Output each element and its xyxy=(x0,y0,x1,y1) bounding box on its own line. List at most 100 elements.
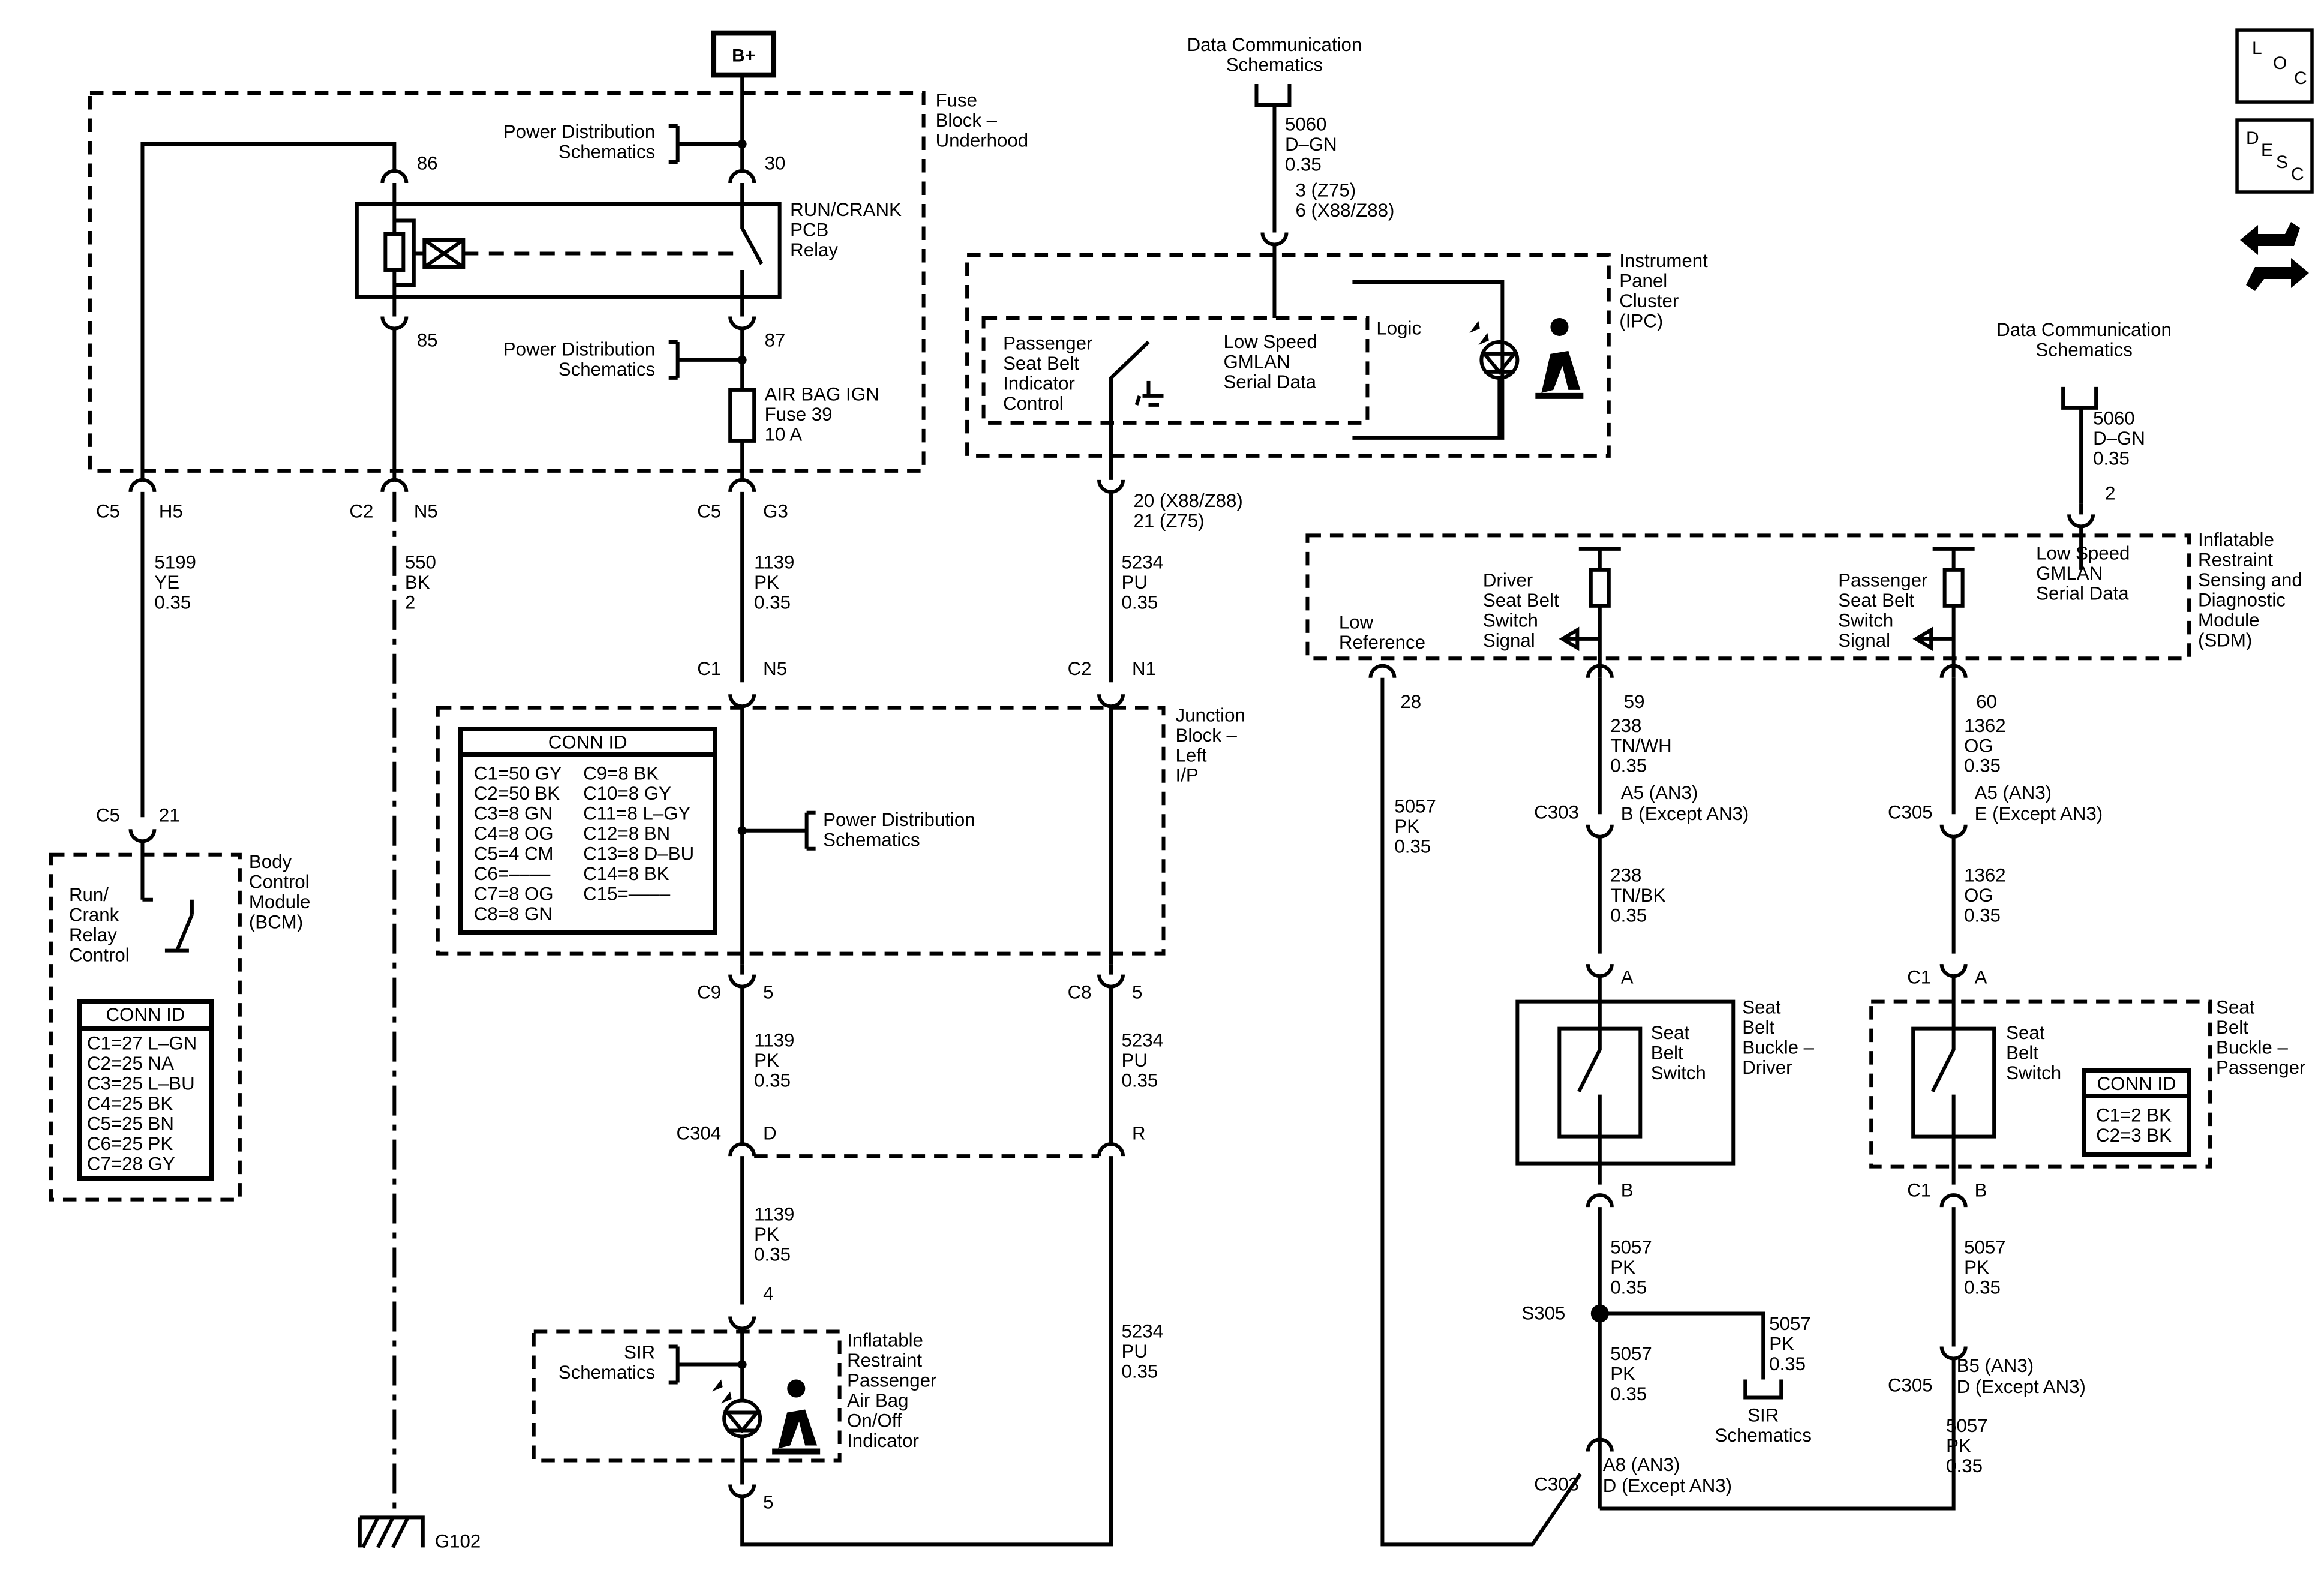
wire-label: 2 xyxy=(405,592,415,613)
wire-label: PK xyxy=(1769,1334,1794,1355)
buckle-pass-label: Buckle – xyxy=(2216,1037,2288,1058)
conn-id-row: C15=–––– xyxy=(583,884,671,905)
fuse-block-outline xyxy=(88,91,926,473)
buckle-switch-label: Belt xyxy=(1651,1043,1683,1064)
wire-label: 550 xyxy=(405,551,436,572)
sdm-label: Sensing and xyxy=(2198,569,2302,590)
connector-label: 5 xyxy=(1132,982,1142,1003)
fuse-block-label: Underhood xyxy=(936,130,1029,151)
connector-label: C303 xyxy=(1534,802,1579,823)
sdm-label: (SDM) xyxy=(2198,629,2252,650)
wire-label: 0.35 xyxy=(1610,755,1647,776)
conn-id-row: C2=3 BK xyxy=(2096,1125,2172,1146)
connector-label: C8 xyxy=(1068,982,1092,1003)
connector-label: A5 (AN3) xyxy=(1975,782,2052,803)
wire-label: 0.35 xyxy=(1610,1383,1647,1404)
buckle-switch-label: Seat xyxy=(2006,1022,2045,1043)
wire-label: 5057 xyxy=(1769,1313,1810,1334)
wire-label: PK xyxy=(1964,1257,1989,1278)
wire-label: 0.35 xyxy=(1610,905,1647,926)
connector-label: G3 xyxy=(763,500,788,521)
loc-icon[interactable] xyxy=(2235,28,2314,104)
sir-label: SIR xyxy=(624,1342,655,1363)
data-comm-label: Schematics xyxy=(2035,339,2132,360)
connector-label: C305 xyxy=(1888,1374,1933,1395)
loc-icon-letter: C xyxy=(2294,68,2307,88)
desc-icon[interactable] xyxy=(2235,118,2314,194)
wire-label: 0.35 xyxy=(1122,592,1158,613)
ipc-psbi-label: Passenger xyxy=(1003,332,1092,353)
ipc-label: Cluster xyxy=(1619,290,1679,311)
buckle-pass-label: Belt xyxy=(2216,1017,2248,1038)
conn-id-row: C2=50 BK xyxy=(474,783,560,804)
ipc-gmlan-label: Serial Data xyxy=(1223,371,1316,392)
junction-conn-table xyxy=(458,727,717,935)
conn-id-title: CONN ID xyxy=(106,1004,185,1025)
exchange-arrows-hand-icon[interactable] xyxy=(2240,221,2310,291)
sdm-label: Module xyxy=(2198,610,2259,631)
sdm-label: Diagnostic xyxy=(2198,589,2286,610)
sdm-driver-label: Signal xyxy=(1483,630,1535,651)
power-dist-label: Schematics xyxy=(559,359,655,380)
conn-id-title: CONN ID xyxy=(548,731,627,752)
ipc-pin-label: 21 (Z75) xyxy=(1134,510,1205,531)
sdm-pass-label: Seat Belt xyxy=(1838,590,1914,611)
relay-label: PCB xyxy=(790,219,828,240)
buckle-pin: A xyxy=(1975,967,1987,988)
ipc-label: Panel xyxy=(1619,270,1667,291)
conn-id-row: C1=2 BK xyxy=(2096,1105,2172,1126)
airbag-ind-label: On/Off xyxy=(847,1410,902,1431)
connector-label: C303 xyxy=(1534,1473,1579,1494)
wire-label: TN/BK xyxy=(1610,885,1665,906)
wire-label: 5060 xyxy=(2093,407,2134,428)
buckle-pin: C1 xyxy=(1907,967,1931,988)
airbag-ind-label: Passenger xyxy=(847,1370,936,1391)
bcm-outline xyxy=(49,852,242,1202)
conn-id-row: C10=8 GY xyxy=(583,783,671,804)
buckle-pin: B xyxy=(1621,1180,1634,1201)
ipc-pin-label: 20 (X88/Z88) xyxy=(1134,490,1243,511)
wire-label: 0.35 xyxy=(1964,755,2001,776)
connector-label: N1 xyxy=(1132,658,1156,679)
connector-label: R xyxy=(1132,1123,1146,1144)
conn-id-row: C8=8 GN xyxy=(474,903,553,924)
sdm-pass-label: Switch xyxy=(1838,610,1893,631)
airbag-pin: 4 xyxy=(763,1283,773,1304)
bplus-label: B+ xyxy=(732,46,755,66)
airbag-ind-label: Inflatable xyxy=(847,1330,923,1351)
connector-label: C2 xyxy=(349,500,373,521)
ipc-label: Instrument xyxy=(1619,250,1708,271)
ipc-psbi-label: Control xyxy=(1003,393,1064,414)
desc-icon-letter: C xyxy=(2291,164,2304,184)
fuse-block-label: Fuse xyxy=(936,90,977,111)
pass-pullup xyxy=(1942,568,1965,608)
sdm-pin: 2 xyxy=(2105,482,2115,503)
wire-label: PK xyxy=(754,1224,779,1245)
wire-label: PK xyxy=(1946,1435,1971,1456)
seatbelt-person-icon xyxy=(1535,317,1584,399)
bcm-relay-ctrl-label: Run/ xyxy=(69,884,109,905)
wire-label: 5057 xyxy=(1964,1237,2005,1258)
conn-id-row: C1=50 GY xyxy=(474,763,562,784)
conn-id-row: C12=8 BN xyxy=(583,823,670,844)
conn-id-row: C5=25 BN xyxy=(87,1113,174,1134)
lamp-rays xyxy=(1469,320,1489,345)
ipc-inner xyxy=(981,316,1370,425)
sir-label: Schematics xyxy=(559,1362,655,1383)
connector-label: B (Except AN3) xyxy=(1621,803,1749,824)
wire-label: PU xyxy=(1122,1050,1148,1071)
fuse-label: 10 A xyxy=(765,424,803,445)
wire-label: 1362 xyxy=(1964,715,2005,736)
connector-label: 21 xyxy=(159,805,180,826)
relay-pin: 86 xyxy=(417,153,438,174)
wire-label: 0.35 xyxy=(154,592,191,613)
wire-label: PK xyxy=(1394,816,1419,837)
wire-label: 0.35 xyxy=(2093,448,2130,469)
conn-id-row: C13=8 D–BU xyxy=(583,843,694,864)
wire-label: PU xyxy=(1122,1341,1148,1362)
ipc-label: (IPC) xyxy=(1619,310,1663,331)
conn-id-title: CONN ID xyxy=(2097,1073,2176,1094)
conn-id-row: C4=25 BK xyxy=(87,1093,173,1114)
conn-id-row: C7=8 OG xyxy=(474,884,554,905)
